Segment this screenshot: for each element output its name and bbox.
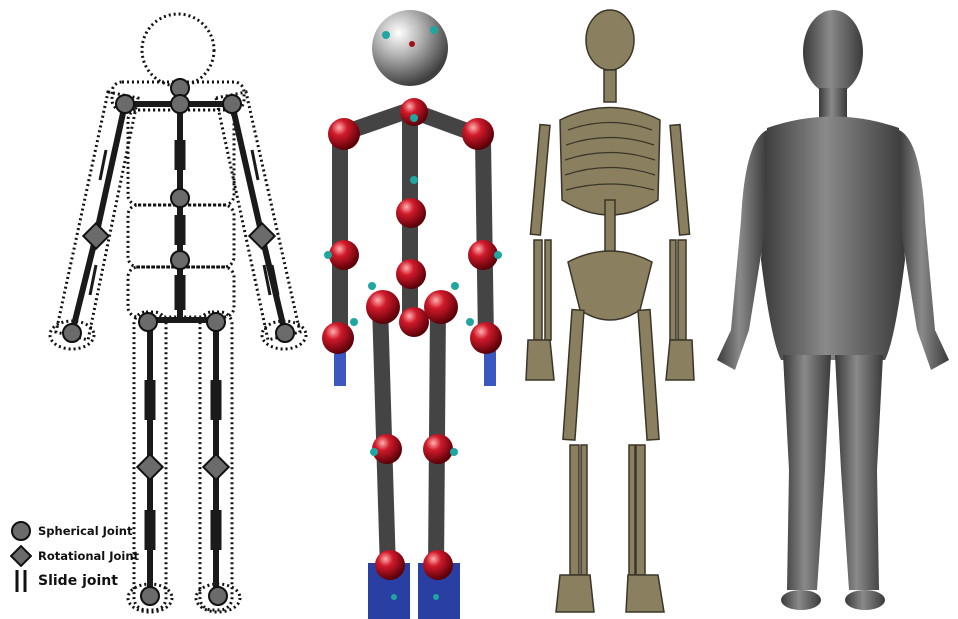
- left-hand-block: [334, 350, 346, 386]
- sphere-rig-panel: [318, 0, 518, 619]
- body-right-arm: [899, 130, 949, 370]
- body-surface-panel: [705, 0, 958, 619]
- body-left-arm: [717, 130, 767, 370]
- spherical-joint-icon: [10, 520, 32, 542]
- slide-joint-icon: [10, 569, 32, 593]
- left-hand-bones: [526, 340, 554, 380]
- legend-slide: Slide joint: [10, 570, 139, 592]
- head-outline: [142, 14, 214, 86]
- rotational-joint-icon: [10, 545, 32, 567]
- body-surface-figure: [705, 0, 958, 619]
- legend-rotational: Rotational Joint: [10, 545, 139, 567]
- body-left-foot: [781, 590, 821, 610]
- right-hand-block: [484, 350, 496, 386]
- skull: [586, 10, 634, 70]
- body-head: [803, 10, 863, 94]
- joint-diagram-panel: Spherical Joint Rotational Joint Slide j…: [0, 0, 320, 619]
- head-sphere: [372, 10, 448, 86]
- ribcage: [560, 108, 660, 216]
- body-right-leg: [835, 355, 883, 590]
- head-marker: [409, 41, 415, 47]
- skeleton-bones: [526, 10, 694, 612]
- legend-spherical: Spherical Joint: [10, 520, 139, 542]
- skeleton-panel: [520, 0, 700, 619]
- left-foot-bones: [556, 575, 594, 612]
- body-left-leg: [783, 355, 831, 590]
- right-hand-bones: [666, 340, 694, 380]
- legend: Spherical Joint Rotational Joint Slide j…: [10, 520, 139, 595]
- sphere-rig-figure: [318, 0, 518, 619]
- body-right-foot: [845, 590, 885, 610]
- skeleton-figure: [520, 0, 700, 619]
- body-mesh: [717, 10, 949, 610]
- legend-slide-label: Slide joint: [38, 573, 118, 589]
- body-torso: [761, 117, 905, 361]
- right-foot-bones: [626, 575, 664, 612]
- left-arm-outline: [56, 92, 138, 340]
- legend-spherical-label: Spherical Joint: [38, 524, 132, 538]
- legend-rotational-label: Rotational Joint: [38, 549, 139, 563]
